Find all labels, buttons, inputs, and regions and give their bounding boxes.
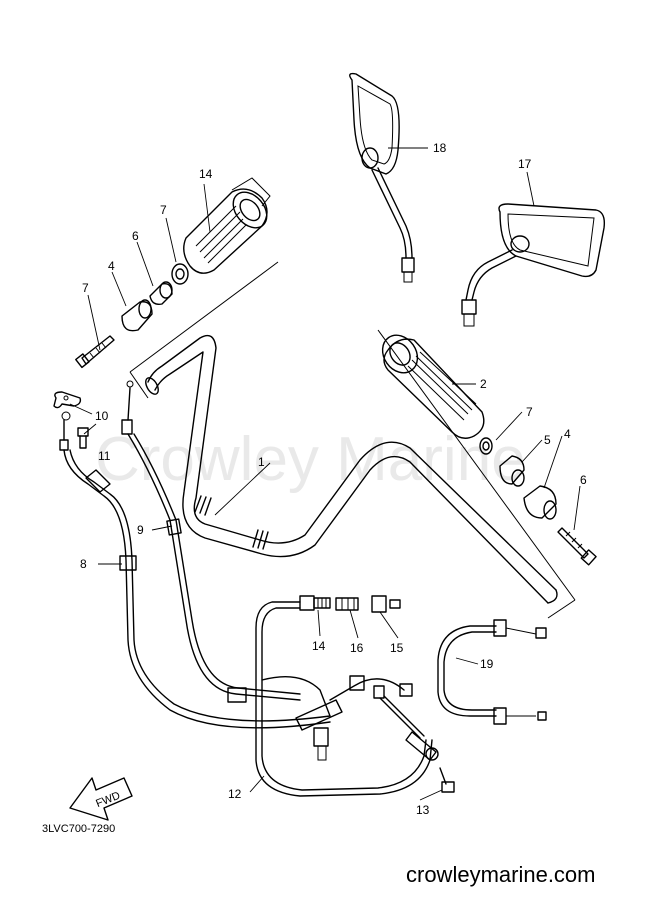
cable-adjuster-14 xyxy=(299,595,331,611)
callout-7-right: 7 xyxy=(526,405,533,419)
right-bar-end-weight xyxy=(523,485,557,520)
callout-12: 12 xyxy=(228,787,242,801)
callout-19: 19 xyxy=(480,657,494,671)
callout-4-left: 4 xyxy=(108,259,115,273)
clutch-cable xyxy=(59,411,331,729)
fwd-arrow-icon: FWD xyxy=(69,777,133,821)
callout-11: 11 xyxy=(98,449,111,463)
cable-end-fitting xyxy=(373,685,455,793)
handlebar xyxy=(129,261,576,619)
callout-13: 13 xyxy=(416,803,430,817)
left-bar-end-weight xyxy=(121,299,153,332)
starter-cable xyxy=(255,601,433,797)
callout-15: 15 xyxy=(390,641,404,655)
callout-6-right: 6 xyxy=(580,473,587,487)
site-label: crowleymarine.com xyxy=(406,862,596,887)
callout-9: 9 xyxy=(137,523,144,537)
left-mirror xyxy=(349,72,415,283)
watermark-text: Crowley Marine xyxy=(95,425,526,494)
right-bushing xyxy=(499,455,525,487)
fwd-label: FWD xyxy=(94,790,122,811)
callout-labels: 14 7 6 4 7 10 11 1 2 7 5 4 6 18 17 8 9 1… xyxy=(80,141,587,817)
callout-17: 17 xyxy=(518,157,532,171)
callout-2: 2 xyxy=(480,377,487,391)
right-collar xyxy=(479,437,493,455)
left-collar xyxy=(171,263,189,285)
callout-14: 14 xyxy=(312,639,326,653)
throttle-cable xyxy=(121,380,301,703)
right-grip xyxy=(381,334,485,439)
callout-1: 1 xyxy=(258,455,265,469)
callout-18: 18 xyxy=(433,141,447,155)
callout-5-right: 5 xyxy=(544,433,551,447)
cable-holder-clip xyxy=(53,391,82,409)
right-mirror xyxy=(461,203,606,327)
cable-19 xyxy=(437,619,547,725)
reference-code: 3LVC700-7290 xyxy=(42,823,115,835)
left-grip xyxy=(183,177,271,274)
callout-10: 10 xyxy=(95,409,109,423)
callout-8: 8 xyxy=(80,557,87,571)
callout-5-left: 6 xyxy=(132,229,139,243)
left-bolt xyxy=(75,335,115,369)
callout-7-left: 7 xyxy=(160,203,167,217)
right-bolt xyxy=(557,527,597,566)
callout-16: 16 xyxy=(350,641,364,655)
clip-screw xyxy=(77,427,89,449)
adjuster-nut-16 xyxy=(335,597,359,611)
left-bushing xyxy=(149,281,173,306)
callout-4-right: 4 xyxy=(564,427,571,441)
lock-nut-15 xyxy=(371,595,401,613)
callout-6-left: 7 xyxy=(82,281,89,295)
callout-3: 14 xyxy=(199,167,213,181)
leader-lines xyxy=(69,147,581,801)
